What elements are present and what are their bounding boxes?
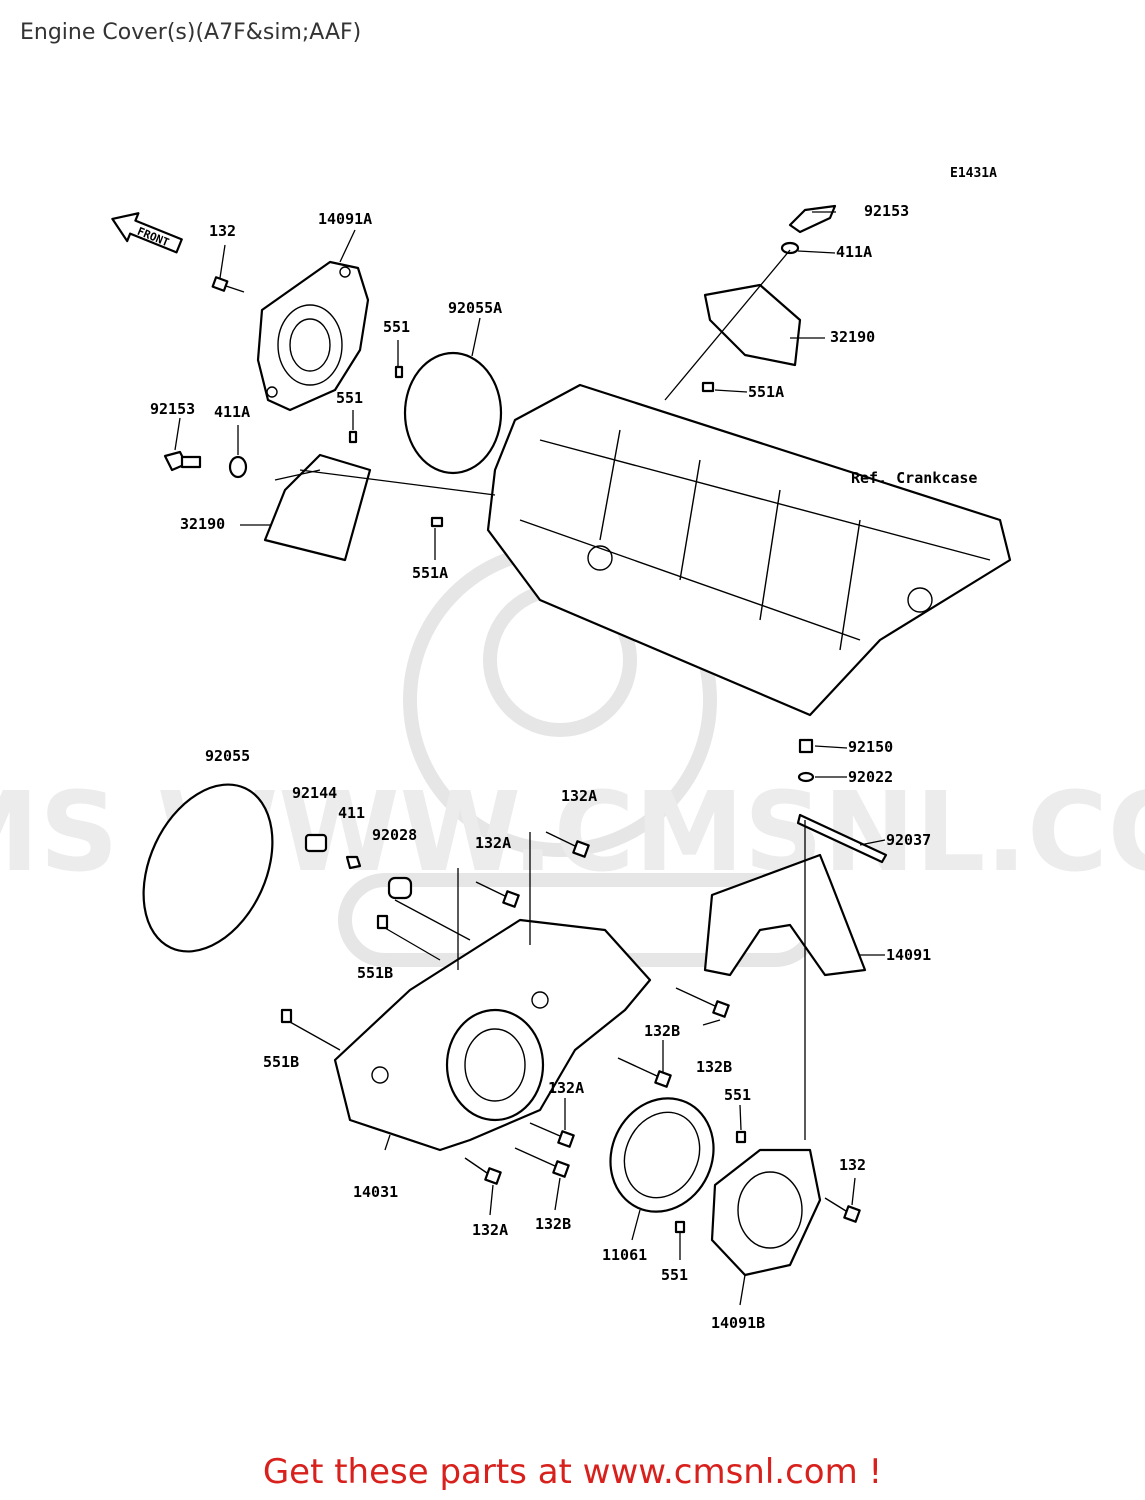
gasket-11061 [609, 1097, 715, 1213]
front-arrow-icon: FRONT [111, 212, 183, 254]
cover-14031 [333, 918, 652, 1152]
label-411A-left: 411A [214, 403, 251, 421]
washer-411A-left [228, 455, 248, 479]
washer-92022 [797, 771, 815, 783]
label-92028: 92028 [372, 826, 418, 844]
label-132B-1: 132B [644, 1022, 681, 1040]
bolt-92153-top [788, 204, 837, 234]
washer-411A-top [780, 241, 800, 255]
gasket-92055 [142, 783, 274, 953]
bolt-92153-left [163, 450, 202, 472]
cover-14091 [703, 853, 867, 977]
label-32190-left: 32190 [180, 515, 226, 533]
bolts-132A-132B [464, 831, 861, 1223]
dowel-551-b [348, 430, 358, 444]
label-14091B: 14091B [711, 1314, 766, 1332]
cover-14091B [710, 1148, 822, 1277]
label-551-b: 551 [336, 389, 364, 407]
crankcase [486, 383, 1012, 717]
label-92153-top: 92153 [864, 202, 910, 220]
label-132-right: 132 [839, 1156, 867, 1174]
label-92055A: 92055A [448, 299, 503, 317]
label-92055: 92055 [205, 747, 251, 765]
bolt-132-top [211, 276, 245, 293]
bolt-92150 [798, 738, 814, 754]
label-92037: 92037 [886, 831, 932, 849]
dowel-551-d [674, 1220, 686, 1234]
label-132A-3: 132A [548, 1079, 585, 1097]
label-551-d: 551 [661, 1266, 689, 1284]
label-551B-2: 551B [263, 1053, 300, 1071]
label-551A-mid: 551A [412, 564, 449, 582]
bracket-32190-left [263, 453, 372, 562]
cover-14091A [256, 260, 370, 412]
bracket-32190-top [703, 283, 802, 367]
dowel-551-c [735, 1130, 747, 1144]
dowel-551B-1 [376, 914, 389, 930]
label-132B-2: 132B [696, 1058, 733, 1076]
nut-411 [345, 855, 362, 870]
spring-92144 [304, 833, 328, 853]
label-411A-top: 411A [836, 243, 873, 261]
label-132A-1: 132A [561, 787, 598, 805]
label-132A-2: 132A [475, 834, 512, 852]
page-title: Engine Cover(s)(A7F&sim;AAF) [20, 20, 362, 45]
label-132A-4: 132A [472, 1221, 509, 1239]
label-92144: 92144 [292, 784, 338, 802]
dowel-551-a [394, 365, 404, 379]
label-92153-left: 92153 [150, 400, 196, 418]
diagram-code: E1431A [950, 166, 997, 181]
clamp-92037 [796, 813, 888, 864]
label-551-a: 551 [383, 318, 411, 336]
label-411: 411 [338, 804, 366, 822]
label-14031: 14031 [353, 1183, 399, 1201]
gasket-92055A [403, 351, 503, 475]
label-551B-1: 551B [357, 964, 394, 982]
label-92150: 92150 [848, 738, 894, 756]
dowel-551A-top [701, 381, 715, 393]
leader-lines [174, 211, 886, 1306]
label-14091: 14091 [886, 946, 932, 964]
dowel-551A-mid [430, 516, 444, 528]
label-14091A: 14091A [318, 210, 373, 228]
label-132B-3: 132B [535, 1215, 572, 1233]
cmsnl-banner-link[interactable]: Get these parts at www.cmsnl.com ! [262, 1452, 883, 1492]
label-92022: 92022 [848, 768, 894, 786]
label-ref-crankcase: Ref. Crankcase [851, 469, 978, 487]
collar-92028 [387, 876, 413, 900]
label-551-c: 551 [724, 1086, 752, 1104]
label-32190-top: 32190 [830, 328, 876, 346]
label-551A-top: 551A [748, 383, 785, 401]
label-132-top: 132 [209, 222, 237, 240]
dowel-551B-2 [280, 1008, 293, 1024]
label-11061: 11061 [602, 1246, 648, 1264]
